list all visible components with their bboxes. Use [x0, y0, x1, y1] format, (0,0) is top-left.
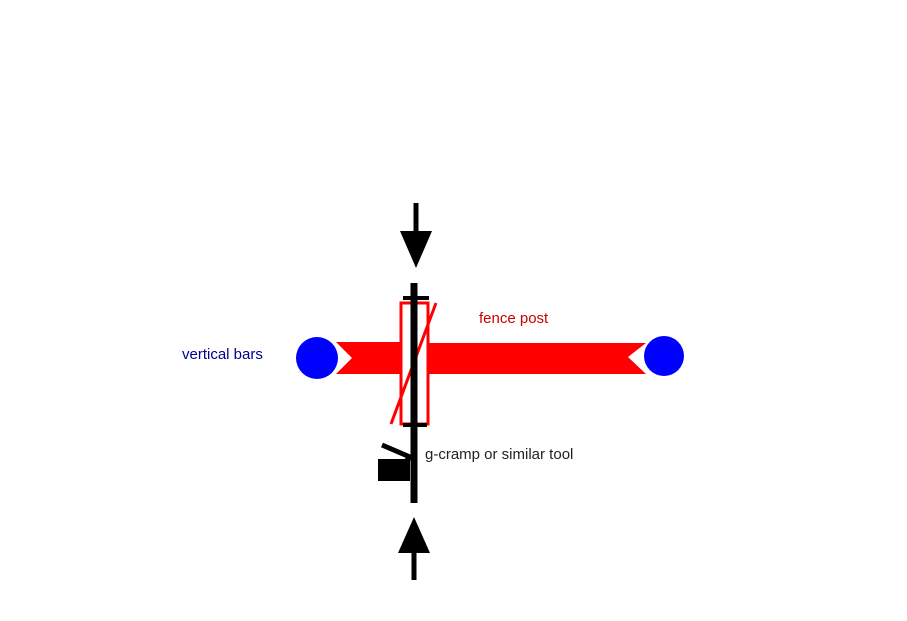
tool-label: g-cramp or similar tool	[425, 446, 574, 463]
fence-post-label: fence post	[479, 310, 549, 327]
arrow-down-icon	[400, 203, 432, 268]
clamp-handle-lever	[381, 442, 415, 472]
rail-left-segment	[336, 342, 400, 374]
vertical-bar-left	[296, 337, 338, 379]
vertical-bar-right	[644, 336, 684, 376]
horizontal-rail	[336, 342, 646, 374]
rail-right-segment	[428, 343, 646, 374]
vertical-bars-label: vertical bars	[182, 346, 263, 363]
arrow-up-icon	[398, 517, 430, 580]
clamp	[378, 283, 429, 503]
